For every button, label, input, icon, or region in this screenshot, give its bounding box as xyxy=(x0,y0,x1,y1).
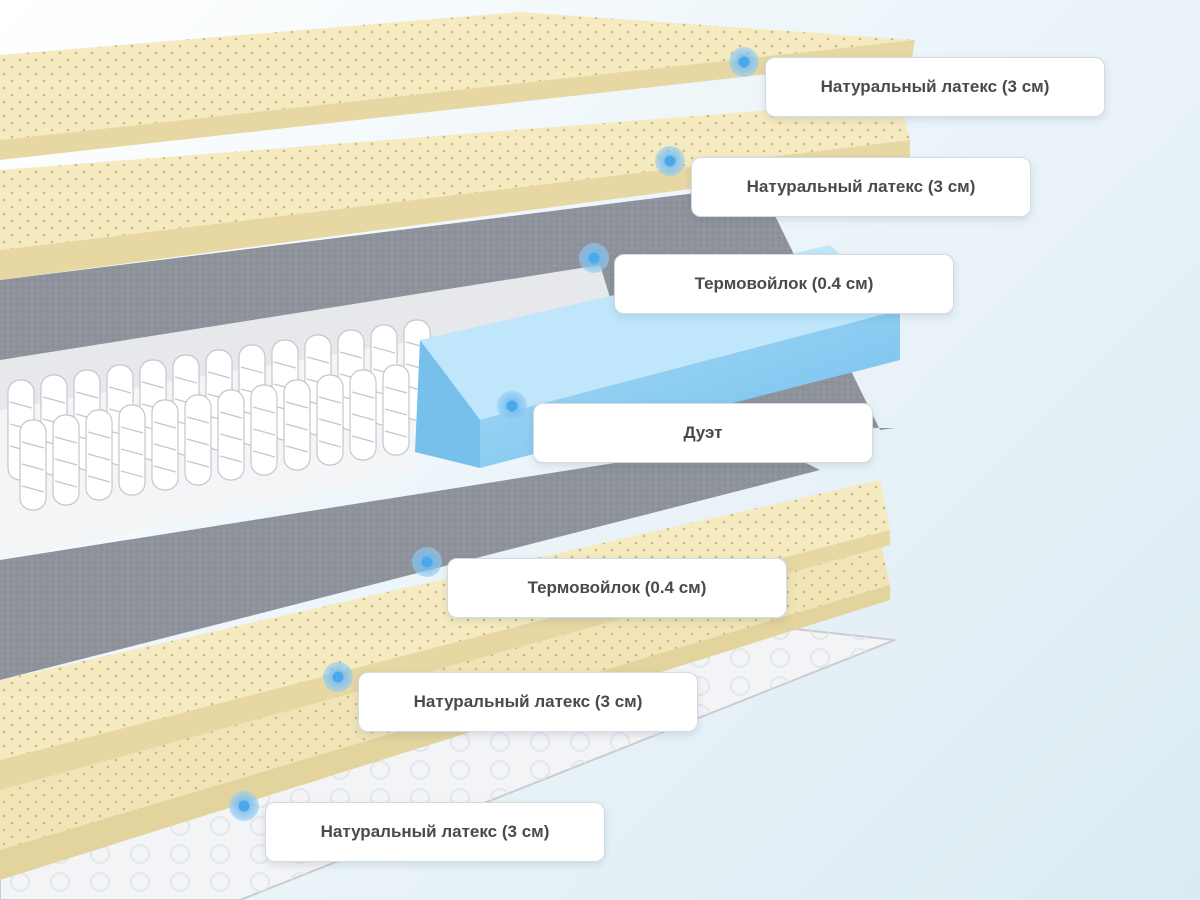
spring-wire xyxy=(318,396,342,404)
spring-wire xyxy=(252,450,276,458)
spring-wire xyxy=(153,443,177,451)
spring-wire xyxy=(120,426,144,434)
layer-label-2: Натуральный латекс (3 см) xyxy=(691,157,1031,217)
layer-marker-2[interactable] xyxy=(655,146,685,176)
spring-wire xyxy=(186,460,210,468)
spring-wire xyxy=(372,346,396,354)
spring-wire xyxy=(384,386,408,394)
layer-marker-4[interactable] xyxy=(497,391,527,421)
spring-wire xyxy=(54,480,78,488)
spring-wire xyxy=(351,391,375,399)
spring-wire xyxy=(219,433,243,441)
spring-wire xyxy=(306,356,330,364)
layer-label-4: Дуэт xyxy=(533,403,873,463)
spring-wire xyxy=(252,428,276,436)
spring-wire xyxy=(339,351,363,359)
spring-wire xyxy=(207,371,231,379)
spring-wire xyxy=(87,453,111,461)
layer-label-3: Термовойлок (0.4 см) xyxy=(614,254,954,314)
spring-wire xyxy=(285,401,309,409)
spring-wire xyxy=(120,448,144,456)
spring-wire xyxy=(9,401,33,409)
spring-wire xyxy=(174,376,198,384)
spring-wire xyxy=(21,441,45,449)
spring-wire xyxy=(219,455,243,463)
felt-layer-lower xyxy=(0,440,820,680)
spring-wire xyxy=(186,416,210,424)
spring-wire xyxy=(318,440,342,448)
spring-wire xyxy=(75,391,99,399)
spring-wire xyxy=(141,381,165,389)
latex-layer-second xyxy=(0,100,910,280)
spring-wire xyxy=(108,386,132,394)
spring-wire xyxy=(351,413,375,421)
spring-wire xyxy=(384,430,408,438)
spring-wire xyxy=(54,458,78,466)
spring-wire xyxy=(21,463,45,471)
spring-wire xyxy=(252,406,276,414)
latex-layer-top xyxy=(0,12,915,160)
spring-wire xyxy=(351,435,375,443)
spring-wire xyxy=(285,445,309,453)
layer-label-5: Термовойлок (0.4 см) xyxy=(447,558,787,618)
layer-label-6: Натуральный латекс (3 см) xyxy=(358,672,698,732)
layer-marker-7[interactable] xyxy=(229,791,259,821)
layer-marker-3[interactable] xyxy=(579,243,609,273)
layer-marker-6[interactable] xyxy=(323,662,353,692)
spring-wire xyxy=(87,475,111,483)
spring-wire xyxy=(384,408,408,416)
spring-wire xyxy=(42,396,66,404)
spring-block xyxy=(0,265,620,560)
spring-wire xyxy=(273,361,297,369)
spring-wire xyxy=(153,421,177,429)
spring-wire xyxy=(54,436,78,444)
spring-wire xyxy=(153,465,177,473)
spring-wire xyxy=(87,431,111,439)
layer-label-7: Натуральный латекс (3 см) xyxy=(265,802,605,862)
spring-wire xyxy=(318,418,342,426)
layer-marker-1[interactable] xyxy=(729,47,759,77)
layer-label-1: Натуральный латекс (3 см) xyxy=(765,57,1105,117)
spring-wire xyxy=(120,470,144,478)
layer-marker-5[interactable] xyxy=(412,547,442,577)
spring-wire xyxy=(240,366,264,374)
spring-wire xyxy=(186,438,210,446)
spring-wire xyxy=(21,485,45,493)
spring-wire xyxy=(285,423,309,431)
spring-wire xyxy=(219,411,243,419)
